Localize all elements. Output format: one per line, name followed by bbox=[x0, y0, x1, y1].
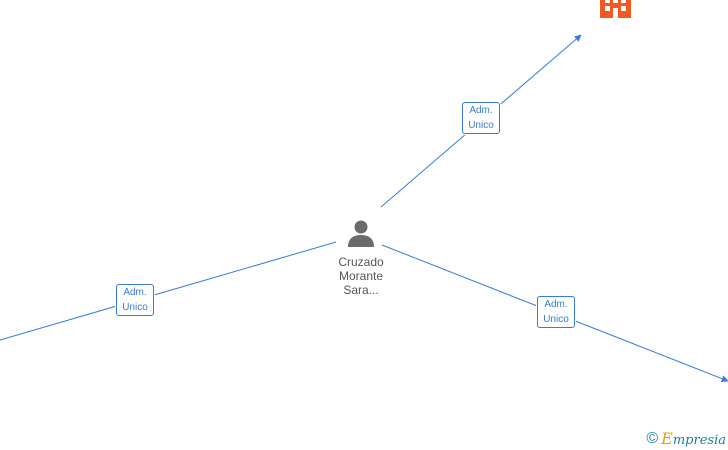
edge-label-line1: Adm. bbox=[123, 287, 147, 298]
person-node[interactable]: Cruzado Morante Sara... bbox=[330, 218, 392, 297]
person-name-line: Cruzado bbox=[338, 255, 384, 269]
edge-label-left[interactable]: Adm. Unico bbox=[116, 284, 154, 316]
brand-rest: mpresia bbox=[672, 433, 726, 448]
brand-footer: © Empresia bbox=[646, 429, 726, 448]
person-name-line: Sara... bbox=[343, 283, 379, 297]
person-name-line: Morante bbox=[338, 269, 384, 283]
building-icon[interactable] bbox=[600, 0, 631, 18]
brand-logo[interactable]: Empresia bbox=[661, 429, 726, 448]
person-name: Cruzado Morante Sara... bbox=[330, 255, 392, 297]
edge-label-line2: Unico bbox=[543, 314, 569, 325]
edge-label-company[interactable]: Adm. Unico bbox=[462, 102, 500, 134]
edge-from-left bbox=[0, 241, 337, 341]
edge-label-line1: Adm. bbox=[544, 299, 568, 310]
edge-label-right[interactable]: Adm. Unico bbox=[537, 296, 575, 328]
edge-label-line2: Unico bbox=[122, 302, 148, 313]
person-icon bbox=[348, 220, 374, 247]
brand-initial: E bbox=[661, 429, 673, 448]
copyright-icon: © bbox=[646, 429, 659, 447]
edge-label-line2: Unico bbox=[468, 120, 494, 131]
edge-label-line1: Adm. bbox=[469, 105, 493, 116]
